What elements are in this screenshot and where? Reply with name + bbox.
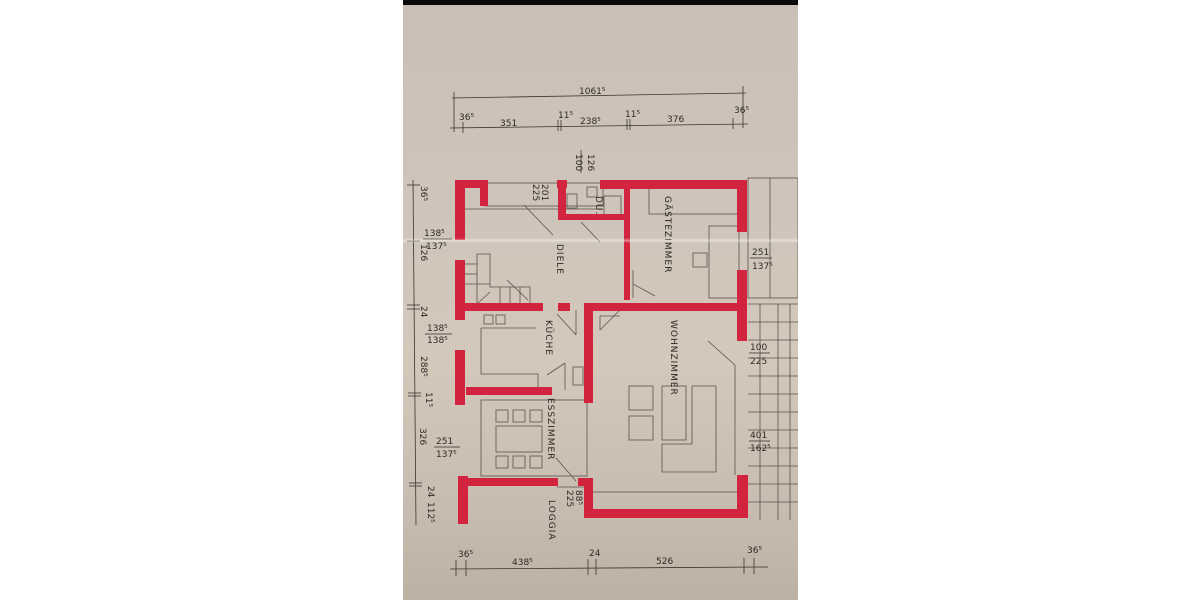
- interior-lines: [462, 182, 740, 493]
- dim-top-6: 376: [667, 115, 684, 125]
- bottom-dimension-line: [449, 558, 769, 576]
- dim-top-2: 351: [500, 119, 517, 129]
- opening-entry-w: 201: [539, 184, 549, 201]
- dim-bottom-3: 24: [589, 549, 601, 559]
- opening-kueche-w: 138⁵: [427, 324, 448, 334]
- room-label-du: DU.: [593, 196, 603, 215]
- opening-du-w: 126: [585, 154, 595, 171]
- dim-left-4: 288⁵: [418, 356, 428, 377]
- opening-kueche-h: 138⁵: [427, 336, 448, 346]
- paper-fold-highlight: [403, 238, 798, 243]
- opening-loggia-h: 225: [564, 490, 574, 507]
- terrace-paving: [747, 177, 798, 520]
- room-label-gaestezimmer: GÄSTEZIMMER: [662, 196, 673, 273]
- dim-left-6: 326: [417, 428, 427, 445]
- opening-loggia-w: 88⁵: [573, 490, 583, 505]
- room-label-loggia: LOGGIA: [546, 500, 556, 541]
- dim-bottom-4: 526: [656, 557, 673, 567]
- dim-left-1: 36⁵: [418, 186, 428, 201]
- left-dimension-line: [407, 179, 422, 526]
- room-label-wohnzimmer: WOHNZIMMER: [668, 320, 678, 396]
- dim-left-2: 126: [418, 244, 428, 261]
- dim-top-3: 11⁵: [558, 111, 573, 121]
- dim-bottom-2: 438⁵: [512, 558, 533, 568]
- opening-wohn-door-w: 100: [750, 343, 767, 353]
- dim-overall-width: 1061⁵: [579, 87, 606, 97]
- floor-plan-photo: 1061⁵ 36⁵ 351 11⁵ 238⁵ 11⁵ 376 36⁵ 36⁵ 1…: [403, 0, 798, 600]
- dim-top-4: 238⁵: [580, 117, 601, 127]
- dim-left-8: 112⁵: [425, 502, 435, 523]
- dim-left-3: 24: [418, 306, 428, 318]
- opening-entry-h: 225: [530, 184, 540, 201]
- opening-gaeste-h: 137⁵: [752, 262, 773, 272]
- opening-labels: 126 100 201 225 138⁵ 137⁵ 251 137⁵ 138⁵ …: [423, 150, 773, 507]
- dim-bottom-1: 36⁵: [458, 550, 473, 560]
- opening-ess-w: 251: [436, 437, 453, 447]
- dim-top-5: 11⁵: [625, 110, 640, 120]
- dim-top-1: 36⁵: [459, 113, 474, 123]
- walls: [455, 180, 748, 524]
- floor-plan-drawing: 1061⁵ 36⁵ 351 11⁵ 238⁵ 11⁵ 376 36⁵ 36⁵ 1…: [407, 86, 798, 576]
- opening-diele-w: 138⁵: [424, 229, 445, 239]
- opening-wohn-window-w: 401: [750, 431, 767, 441]
- room-label-esszimmer: ESSZIMMER: [545, 398, 555, 460]
- opening-diele-h: 137⁵: [426, 242, 447, 252]
- opening-ess-h: 137⁵: [436, 450, 457, 460]
- opening-gaeste-w: 251: [752, 248, 769, 258]
- opening-wohn-door-h: 225: [750, 357, 767, 367]
- dim-top-7: 36⁵: [734, 106, 749, 116]
- dim-left-5: 11⁵: [423, 392, 433, 407]
- dim-bottom-5: 36⁵: [747, 546, 762, 556]
- top-border: [403, 0, 798, 5]
- top-dimension-lines: [449, 86, 749, 133]
- dim-left-7: 24: [425, 486, 435, 498]
- room-label-kueche: KÜCHE: [543, 320, 554, 356]
- room-label-diele: DIELE: [554, 244, 564, 275]
- opening-wohn-window-h: 162⁵: [750, 444, 771, 454]
- opening-du-h: 100: [573, 154, 583, 171]
